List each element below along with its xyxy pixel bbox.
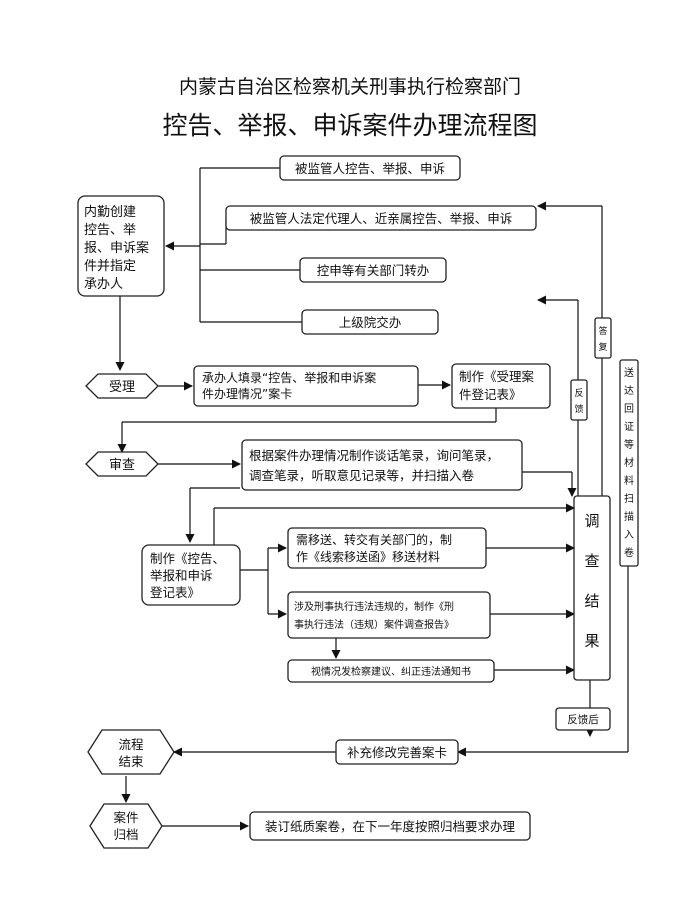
bind-label: 装订纸质案卷，在下一年度按照归档要求办理	[265, 819, 516, 834]
connectors	[115, 167, 629, 831]
flow-end-hexagon: 流程 结束	[87, 729, 175, 775]
internal-box: 内勤创建 控告、举 报、申诉案 件并指定 承办人	[77, 195, 165, 297]
deliver-char: 卷	[624, 546, 634, 559]
deliver-char: 描	[624, 510, 634, 523]
supplement-box: 补充修改完善案卡	[335, 739, 459, 765]
accept-label: 受理	[109, 380, 135, 395]
source4-label: 上级院交办	[339, 315, 402, 330]
reply-char: 复	[598, 341, 607, 353]
complaint-form-line: 登记表》	[150, 585, 200, 600]
internal-line: 内勤创建	[84, 204, 136, 220]
review-label: 审查	[109, 458, 135, 473]
source1-box: 被监管人控告、举报、申诉	[279, 155, 461, 181]
deliver-char: 回	[624, 403, 634, 415]
suggest-label: 视情况发检察建议、纠正违法通知书	[311, 665, 471, 678]
bind-box: 装订纸质案卷，在下一年度按照归档要求办理	[249, 811, 531, 841]
result-char: 调	[584, 512, 599, 530]
fill-card-box: 承办人填录“控告、举报和申诉案 件办理情况”案卡	[193, 365, 419, 407]
archive-line: 案件	[113, 810, 138, 825]
feedback-after-box: 反馈后	[555, 707, 611, 731]
transfer-line: 作《线索移送函》移送材料	[296, 549, 440, 564]
source3-label: 控申等有关部门转办	[317, 263, 430, 278]
source1-label: 被监管人控告、举报、申诉	[295, 161, 445, 176]
records-box: 根据案件办理情况制作谈话笔录，询问笔录， 调查笔录，听取意见记录等，并扫描入卷	[241, 439, 523, 491]
deliver-char: 达	[624, 385, 634, 397]
flow-end-line: 流程	[118, 737, 144, 752]
title-line2: 控告、举报、申诉案件办理流程图	[162, 111, 538, 140]
source4-box: 上级院交办	[301, 309, 439, 335]
result-char: 果	[584, 632, 599, 650]
fill-card-line: 件办理情况”案卡	[202, 386, 292, 401]
complaint-form-line: 制作《控告、	[150, 551, 225, 566]
records-line: 调查笔录，听取意见记录等，并扫描入卷	[249, 468, 475, 483]
deliver-char: 扫	[624, 492, 634, 505]
internal-line: 件并指定	[84, 259, 136, 274]
deliver-box: 送 达 回 证 等 材 料 扫 描 入 卷	[619, 359, 639, 567]
feedback-char: 馈	[574, 403, 583, 415]
records-line: 根据案件办理情况制作谈话笔录，询问笔录，	[249, 448, 499, 463]
deliver-char: 证	[624, 421, 634, 433]
title-line1: 内蒙古自治区检察机关刑事执行检察部门	[178, 76, 521, 98]
register-box: 制作《受理案 件登记表》	[451, 363, 551, 409]
reply-box: 答 复	[594, 317, 612, 359]
result-char: 结	[584, 592, 599, 610]
suggest-box: 视情况发检察建议、纠正违法通知书	[287, 659, 495, 683]
source2-label: 被监管人法定代理人、近亲属控告、举报、申诉	[250, 211, 513, 226]
feedback-char: 反	[574, 388, 583, 399]
internal-line: 承办人	[84, 277, 123, 292]
complaint-form-line: 举报和申诉	[150, 568, 213, 583]
transfer-box: 需移送、转交有关部门的，制 作《线索移送函》移送材料	[287, 527, 487, 569]
violation-line: 事执行违法（违规）案件调查报告》	[294, 618, 454, 631]
deliver-char: 材	[624, 456, 634, 469]
complaint-form-box: 制作《控告、 举报和申诉 登记表》	[141, 544, 241, 606]
fill-card-line: 承办人填录“控告、举报和申诉案	[202, 370, 376, 385]
archive-hexagon: 案件 归档	[89, 803, 163, 849]
result-char: 查	[584, 552, 599, 570]
review-hexagon: 审查	[85, 451, 159, 477]
internal-line: 控告、举	[84, 223, 136, 238]
source3-box: 控申等有关部门转办	[299, 257, 447, 283]
reply-char: 答	[598, 325, 607, 337]
feedback-after-label: 反馈后	[567, 713, 599, 726]
archive-line: 归档	[113, 827, 138, 842]
flow-end-line: 结束	[118, 754, 144, 769]
transfer-line: 需移送、转交有关部门的，制	[296, 532, 452, 547]
deliver-char: 送	[624, 366, 634, 379]
deliver-char: 入	[624, 530, 634, 541]
register-line: 制作《受理案	[459, 369, 535, 384]
supplement-label: 补充修改完善案卡	[347, 745, 447, 760]
accept-hexagon: 受理	[85, 373, 159, 399]
deliver-char: 料	[624, 474, 634, 487]
violation-box: 涉及刑事执行违法违规的，制作《刑 事执行违法（违规）案件调查报告》	[287, 591, 491, 639]
deliver-char: 等	[624, 438, 634, 451]
internal-line: 报、申诉案	[84, 241, 149, 256]
register-line: 件登记表》	[459, 387, 522, 402]
violation-line: 涉及刑事执行违法违规的，制作《刑	[294, 600, 454, 613]
source2-box: 被监管人法定代理人、近亲属控告、举报、申诉	[225, 205, 537, 231]
result-box: 调 查 结 果	[573, 495, 611, 681]
feedback-box: 反 馈	[570, 379, 588, 421]
